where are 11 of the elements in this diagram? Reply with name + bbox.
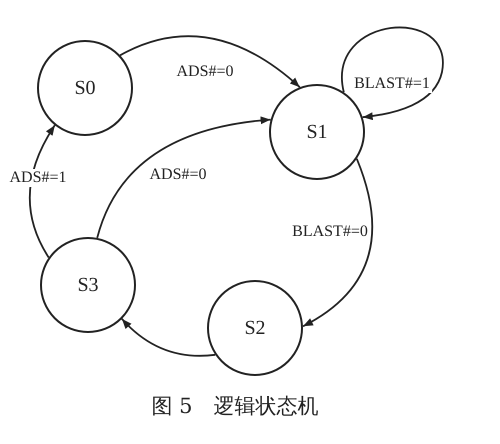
arrow xyxy=(120,36,300,88)
arrow xyxy=(121,318,216,357)
arrow xyxy=(96,116,271,238)
state-circle: S3 xyxy=(40,237,136,333)
state-circle: S0 xyxy=(37,40,133,136)
edge-label: BLAST#=1 xyxy=(352,75,432,93)
figure-caption: 图 5 逻辑状态机 xyxy=(151,393,319,420)
arrow xyxy=(341,26,444,120)
edge-label: ADS#=1 xyxy=(7,169,69,187)
state-circle: S2 xyxy=(207,280,303,376)
arrow xyxy=(302,158,374,328)
